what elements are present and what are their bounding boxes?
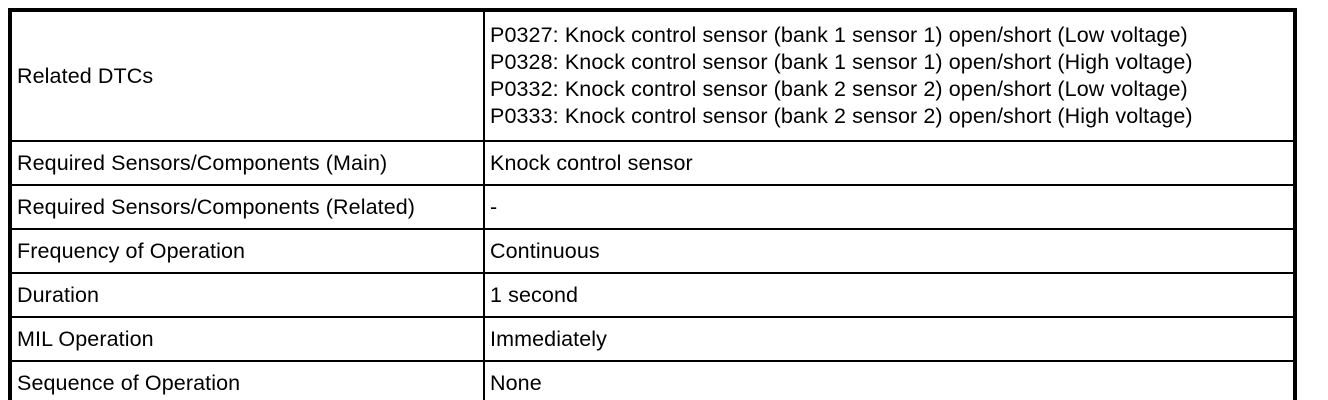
table-row: Duration 1 second [9,272,1296,318]
row-label-related-dtcs: Related DTCs [9,9,485,142]
table-row: Required Sensors/Components (Main) Knock… [9,140,1296,186]
dtc-monitor-table: Related DTCs P0327: Knock control sensor… [8,8,1297,400]
row-label-sequence-of-operation: Sequence of Operation [9,360,485,400]
row-value-mil-operation: Immediately [483,316,1296,362]
row-value-duration: 1 second [483,272,1296,318]
table-row: Required Sensors/Components (Related) - [9,184,1296,230]
row-value-required-sensors-related: - [483,184,1296,230]
table-row: Related DTCs P0327: Knock control sensor… [9,9,1296,142]
dtc-line: P0328: Knock control sensor (bank 1 sens… [490,50,1193,74]
row-value-required-sensors-main: Knock control sensor [483,140,1296,186]
row-label-frequency-of-operation: Frequency of Operation [9,228,485,274]
row-label-required-sensors-main: Required Sensors/Components (Main) [9,140,485,186]
row-value-frequency-of-operation: Continuous [483,228,1296,274]
row-value-sequence-of-operation: None [483,360,1296,400]
row-label-mil-operation: MIL Operation [9,316,485,362]
row-label-required-sensors-related: Required Sensors/Components (Related) [9,184,485,230]
dtc-line: P0327: Knock control sensor (bank 1 sens… [490,23,1188,47]
table-row: Sequence of Operation None [9,360,1296,400]
dtc-line: P0333: Knock control sensor (bank 2 sens… [490,104,1193,128]
dtc-line: P0332: Knock control sensor (bank 2 sens… [490,77,1188,101]
row-value-related-dtcs: P0327: Knock control sensor (bank 1 sens… [483,9,1296,142]
table-row: Frequency of Operation Continuous [9,228,1296,274]
row-label-duration: Duration [9,272,485,318]
table-row: MIL Operation Immediately [9,316,1296,362]
